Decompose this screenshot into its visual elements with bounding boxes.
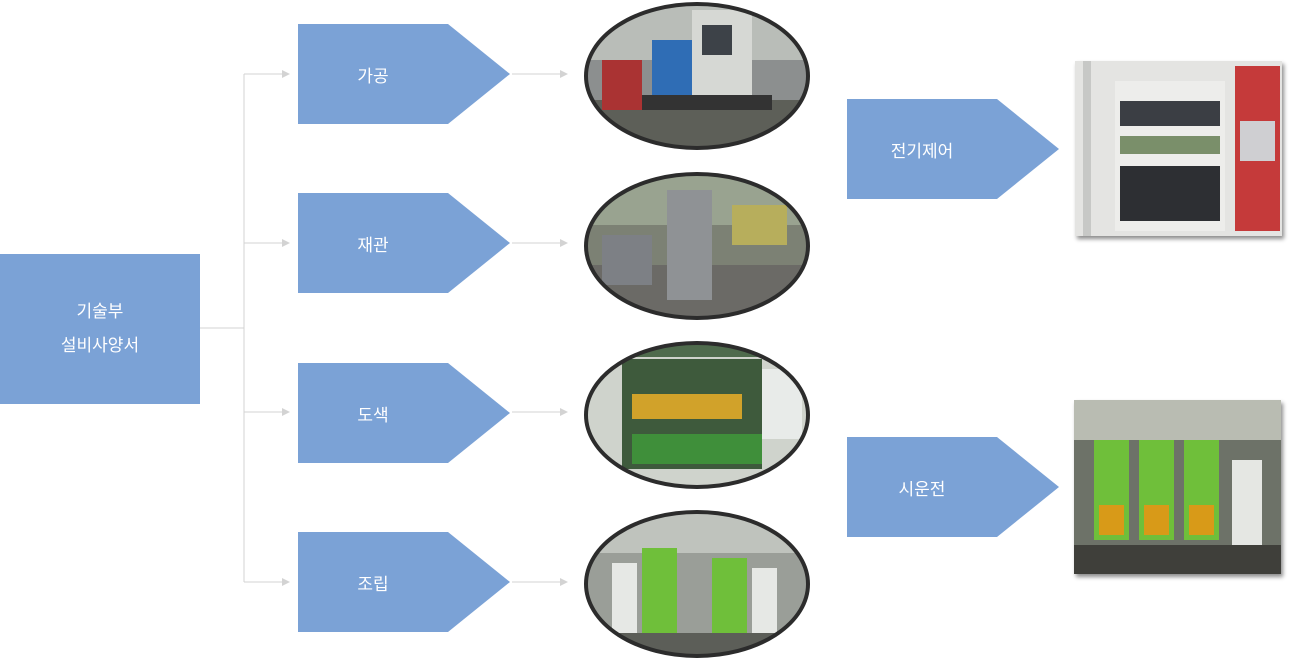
step-label: 재관 [357, 235, 389, 256]
final-label: 전기제어 [890, 141, 954, 162]
step-arrow-machining: 가공 [298, 24, 510, 124]
paint-booth-photo [584, 341, 810, 489]
root-line-1: 기술부 [76, 302, 124, 322]
step-label: 가공 [357, 66, 389, 87]
steel-frame-photo [584, 172, 810, 320]
test-run-photo [1074, 400, 1281, 574]
root-department-box: 기술부 설비사양서 [0, 254, 200, 404]
control-panel-photo [1075, 61, 1282, 236]
machining-center-photo [584, 2, 810, 150]
assembly-photo [584, 510, 810, 658]
step-arrow-assembly: 조립 [298, 532, 510, 632]
final-arrow-electrical-control: 전기제어 [847, 99, 1059, 199]
root-line-2: 설비사양서 [60, 336, 140, 356]
final-arrow-test-run: 시운전 [847, 437, 1059, 537]
step-arrow-painting: 도색 [298, 363, 510, 463]
final-label: 시운전 [898, 479, 946, 500]
step-arrow-fabrication: 재관 [298, 193, 510, 293]
step-label: 조립 [357, 574, 389, 595]
step-label: 도색 [357, 405, 389, 426]
